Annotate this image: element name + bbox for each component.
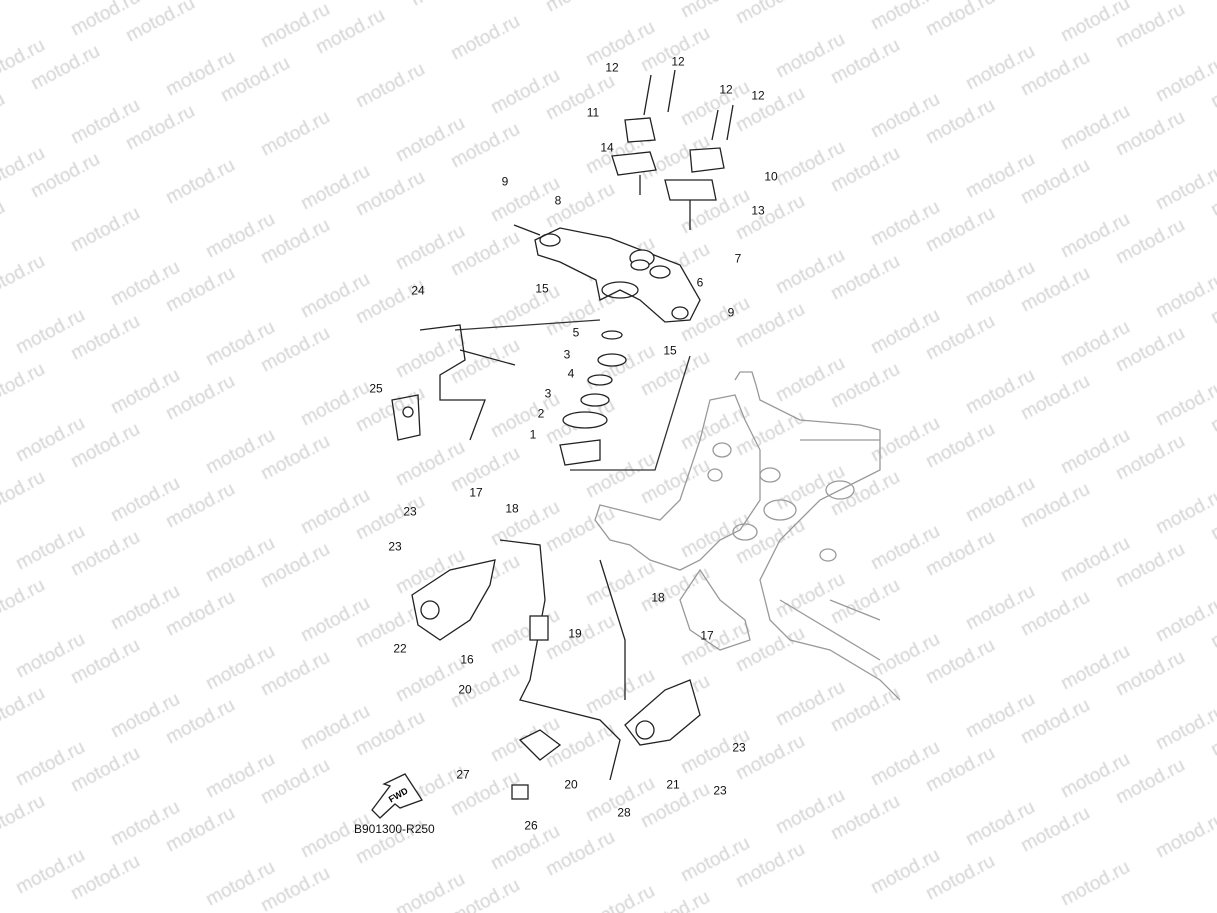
callout-label: 17	[700, 628, 714, 643]
callout-label: 23	[713, 783, 727, 798]
callout-label: 9	[727, 305, 735, 320]
handlebar-holders	[611, 69, 734, 230]
callout-label: 23	[732, 740, 746, 755]
fwd-arrow	[371, 773, 423, 819]
callout-label: 20	[564, 777, 578, 792]
callout-label: 1	[529, 427, 537, 442]
callout-label: 20	[458, 682, 472, 697]
callout-label: 12	[719, 82, 733, 97]
bracket-24-25	[391, 324, 516, 441]
callout-label: 12	[671, 54, 685, 69]
callout-label: 23	[388, 539, 402, 554]
callout-label: 14	[600, 140, 614, 155]
callout-label: 24	[411, 283, 425, 298]
callout-label: 4	[567, 366, 575, 381]
callout-label: 21	[666, 777, 680, 792]
callout-label: 6	[696, 275, 704, 290]
diagram-code: B901300-R250	[354, 822, 435, 836]
callout-label: 9	[501, 174, 509, 189]
callout-label: 26	[524, 818, 538, 833]
callout-label: 16	[460, 652, 474, 667]
callout-label: 25	[369, 381, 383, 396]
callout-label: 3	[563, 347, 571, 362]
bearing-stack	[559, 249, 655, 466]
callout-label: 13	[751, 203, 765, 218]
callout-label: 8	[554, 193, 562, 208]
callout-label: 10	[764, 169, 778, 184]
callout-label: 28	[617, 805, 631, 820]
callout-label: 27	[456, 767, 470, 782]
callout-label: 11	[586, 105, 600, 120]
lower-brackets	[411, 539, 701, 800]
callout-label: 3	[544, 386, 552, 401]
callout-label: 15	[663, 343, 677, 358]
callout-label: 12	[605, 60, 619, 75]
callout-label: 18	[505, 501, 519, 516]
callout-label: 22	[393, 641, 407, 656]
callout-label: 15	[535, 281, 549, 296]
callout-label: 19	[568, 626, 582, 641]
callout-label: 23	[403, 504, 417, 519]
callout-label: 7	[734, 251, 742, 266]
callout-label: 17	[469, 485, 483, 500]
callout-label: 18	[651, 590, 665, 605]
callout-label: 12	[751, 88, 765, 103]
callout-label: 5	[572, 325, 580, 340]
callout-label: 2	[537, 406, 545, 421]
upper-bracket	[513, 224, 701, 323]
frame-outline	[594, 371, 901, 701]
